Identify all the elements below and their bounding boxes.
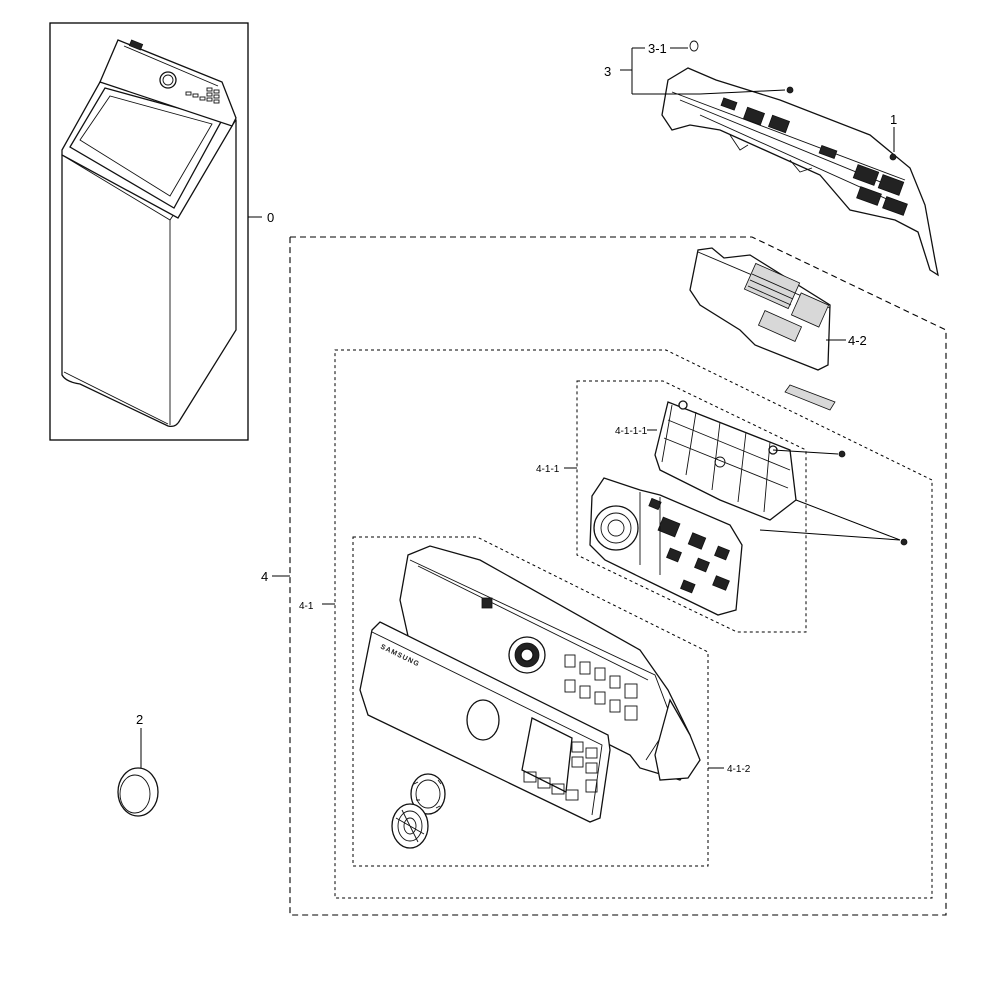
callout-4-1: 4-1 [299, 601, 314, 612]
frame-button-cutouts [564, 654, 638, 721]
callout-2: 2 [136, 712, 143, 727]
callout-4: 4 [261, 569, 268, 584]
pcb-board [589, 477, 743, 616]
pcb-cover-part-4-1-1-1: 4-1-1-1 [615, 400, 797, 521]
cap-part-2: 2 [117, 712, 159, 817]
callout-4-2: 4-2 [848, 333, 867, 348]
washer-panel-buttons [185, 87, 220, 104]
callout-4-1-1-1: 4-1-1-1 [615, 426, 648, 437]
pcb-screws [759, 449, 908, 546]
callout-3-1: 3-1 [648, 41, 667, 56]
callout-1: 1 [890, 112, 897, 127]
assembly-4-1-1-boundary: 4-1-1 [536, 380, 807, 633]
cover-grille [743, 262, 830, 342]
knob-dial [391, 803, 429, 849]
callout-4-1-1: 4-1-1 [536, 464, 560, 475]
assembly-4-1-boundary: 4-1 [299, 349, 933, 899]
callout-3: 3 [604, 64, 611, 79]
overlay-button-grid [523, 741, 598, 801]
assembly-4-boundary: 4 [261, 236, 947, 916]
frame-vent-slots [720, 97, 908, 216]
pcb-components [648, 497, 730, 594]
callout-0: 0 [267, 210, 274, 225]
assembly-4-1-2-boundary: 4-1-2 [352, 536, 751, 867]
washer-overview-box: 0 [49, 22, 274, 441]
display-panel-frame [399, 545, 701, 781]
callout-4-1-2: 4-1-2 [727, 764, 751, 775]
knob-ring [410, 773, 446, 815]
front-panel-overlay: SAMSUNG [359, 621, 611, 823]
panel-frame-part-1: 1 3 3-1 [604, 40, 939, 277]
rear-cover-part-4-2: 4-2 [689, 247, 867, 411]
